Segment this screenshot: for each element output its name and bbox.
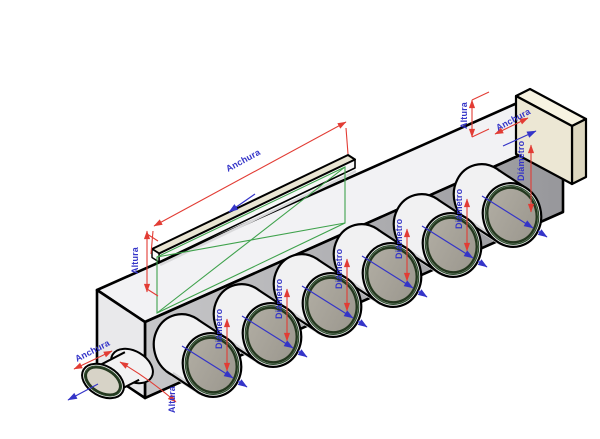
- outlet-ring: [304, 275, 360, 335]
- dim-outlet-5-diametro[interactable]: Diámetro: [421, 188, 488, 268]
- dim-line: [73, 350, 113, 370]
- end-block-right[interactable]: [514, 87, 588, 186]
- dim-ext-right: [345, 127, 349, 155]
- dim-outlet-5-diametro-label[interactable]: Diámetro: [454, 188, 464, 229]
- dim-outlet-4-diametro[interactable]: Diámetro: [361, 218, 428, 298]
- diameter-direction-line: [181, 345, 234, 379]
- outlet-ring: [424, 215, 480, 275]
- dim-ext-top: [146, 233, 159, 242]
- dim-slot-altura[interactable]: Altura: [130, 230, 159, 297]
- dim-slot-altura-label[interactable]: Altura: [130, 246, 140, 274]
- outlet-ring: [244, 305, 300, 365]
- dim-ext-bottom: [471, 128, 490, 138]
- left-duct-face[interactable]: [81, 362, 125, 400]
- dim-line: [494, 117, 529, 135]
- diameter-direction-line: [481, 195, 534, 229]
- dim-outlet-4-diametro-label[interactable]: Diámetro: [394, 218, 404, 259]
- dim-direction-arrow: [502, 130, 537, 147]
- diameter-direction-arrow: [537, 229, 548, 238]
- outlet-ring: [484, 185, 540, 245]
- diameter-direction-arrow: [237, 379, 248, 388]
- dim-left-altura-label[interactable]: Altura: [167, 385, 177, 413]
- dim-line: [153, 121, 347, 227]
- dim-ext-top: [471, 91, 490, 101]
- dim-direction-arrow: [67, 383, 99, 401]
- dim-outlet-1-diametro-label[interactable]: Diámetro: [214, 308, 224, 349]
- diameter-direction-line: [421, 225, 474, 259]
- end-block-front-face: [514, 94, 574, 186]
- dim-outlet-6-diametro[interactable]: Diámetro: [481, 140, 548, 238]
- dim-outlet-2-diametro[interactable]: Diámetro: [241, 278, 308, 358]
- dim-ext-bottom: [146, 288, 159, 297]
- diameter-direction-arrow: [297, 349, 308, 358]
- dim-right-altura-label[interactable]: Altura: [459, 101, 469, 129]
- outlet-ring: [364, 245, 420, 305]
- dim-left-duct-altura[interactable]: Altura: [67, 361, 177, 413]
- dim-outlet-1-diametro[interactable]: Diámetro: [181, 308, 248, 388]
- dim-outlet-6-diametro-label[interactable]: Diámetro: [516, 140, 526, 181]
- diameter-direction-line: [301, 285, 354, 319]
- dim-outlet-3-diametro-label[interactable]: Diámetro: [334, 248, 344, 289]
- dim-right-altura[interactable]: Altura: [459, 91, 490, 138]
- diameter-direction-arrow: [357, 319, 368, 328]
- dim-outlet-3-diametro[interactable]: Diámetro: [301, 248, 368, 328]
- outlet-ring: [184, 335, 240, 395]
- diameter-direction-line: [241, 315, 294, 349]
- diameter-direction-line: [361, 255, 414, 289]
- dim-ext-left: [150, 230, 154, 255]
- dim-leader: [119, 361, 177, 403]
- diameter-direction-arrow: [417, 289, 428, 298]
- dim-outlet-2-diametro-label[interactable]: Diámetro: [274, 278, 284, 319]
- diameter-direction-arrow: [477, 259, 488, 268]
- end-block-right-face: [570, 117, 588, 186]
